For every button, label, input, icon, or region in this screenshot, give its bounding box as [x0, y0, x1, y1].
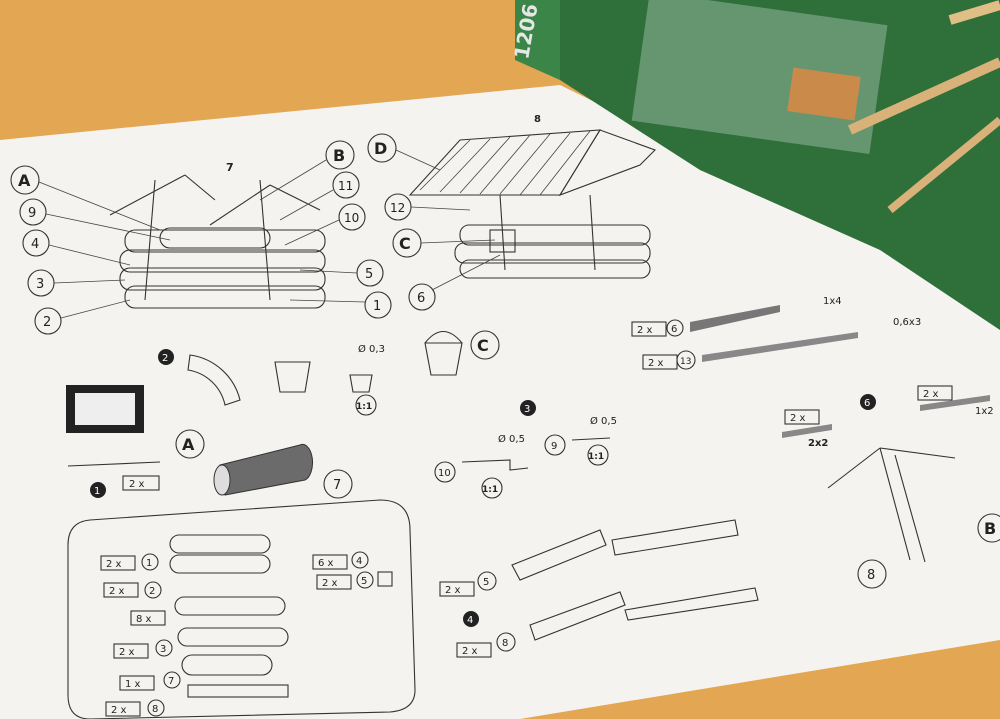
step-6-size2: 1x2 [975, 406, 994, 417]
wire-10-scale: 1:1 [482, 485, 498, 495]
callout-11: 11 [338, 179, 353, 193]
bottom-qty-8: 2 x [462, 646, 478, 657]
strip-6-qty: 2 x [637, 325, 653, 336]
wood-stick [948, 0, 1000, 25]
step-6-frame: 6 2 x 2x2 2 x 1x2 8 B [782, 385, 1000, 589]
parts-row-1: 2 x 1 [100, 553, 159, 571]
svg-text:5: 5 [361, 576, 367, 587]
step-1-part-A: A [182, 435, 195, 454]
step-1-qty: 2 x [129, 479, 145, 490]
step-6-badge: 6 [864, 398, 870, 409]
bottom-num-5: 5 [483, 577, 489, 588]
callout-A: A [18, 171, 31, 190]
step-2-diameter: Ø 0,3 [358, 343, 385, 355]
svg-text:2 x: 2 x [109, 586, 125, 597]
step-6-qty2: 2 x [923, 389, 939, 400]
step-6-part-8: 8 [867, 568, 875, 583]
wood-stick [887, 116, 1000, 214]
wood-stick [847, 57, 1000, 135]
step-6-qty1: 2 x [790, 413, 806, 424]
callout-B: B [333, 146, 345, 165]
callout-6: 6 [417, 291, 425, 306]
wire-9-num: 9 [551, 441, 557, 452]
step-1-badge: 1 [94, 486, 100, 497]
svg-text:8: 8 [152, 704, 158, 715]
step-3-badge: 3 [524, 404, 530, 415]
svg-text:6 x: 6 x [318, 558, 334, 569]
wire-9-diameter: Ø 0,5 [590, 415, 617, 427]
step-2-badge: 2 [162, 353, 168, 364]
wire-9-scale: 1:1 [588, 452, 604, 462]
svg-text:8 x: 8 x [136, 614, 152, 625]
well-roof-drawing [408, 129, 656, 279]
callout-9: 9 [28, 206, 36, 221]
bucket-icon [274, 361, 311, 393]
step-4-badge: 4 [467, 615, 473, 626]
callout-12: 12 [390, 201, 405, 215]
step-1-num: 7 [333, 478, 341, 493]
bottom-num-8: 8 [502, 638, 508, 649]
callout-B-edge: B [984, 519, 996, 538]
step-2-part-C: C [477, 336, 489, 355]
callout-C: C [399, 234, 411, 253]
callout-2: 2 [43, 315, 51, 330]
svg-text:7: 7 [168, 676, 174, 687]
callouts-main: A 9 4 3 2 B 11 10 5 1 [10, 140, 392, 335]
kit-box: 1206 [509, 0, 1000, 330]
bucket-icon-final [424, 342, 463, 376]
svg-text:1: 1 [146, 558, 152, 569]
step-2-scale: 1:1 [356, 402, 372, 412]
svg-text:1 x: 1 x [125, 679, 141, 690]
step-1-roller: 1 2 x A 7 [66, 385, 353, 499]
step-4-logs: 2 x 5 4 2 x 8 [439, 519, 759, 658]
parts-row-2: 2 x 2 [103, 581, 162, 599]
step-3-wire: 3 Ø 0,5 10 1:1 Ø 0,5 9 1:1 [434, 400, 617, 499]
parts-list-panel: 2 x 1 2 x 2 8 x 2 x 3 1 x 7 2 x 8 6 x 4 … [67, 499, 416, 719]
instruction-sheet [0, 85, 1000, 719]
strip-13-qty: 2 x [648, 358, 664, 369]
svg-text:2 x: 2 x [111, 705, 127, 716]
parts-extra-1: 6 x 4 [312, 551, 369, 570]
parts-extra-2: 2 x 5 [316, 571, 393, 590]
strip-13-num: 13 [680, 357, 691, 367]
svg-text:3: 3 [160, 644, 166, 655]
strip-6-size: 1x4 [823, 296, 842, 307]
step-2-bucket: 2 Ø 0,3 1:1 C [158, 330, 500, 416]
strip-parts: 2 x 6 1x4 2 x 13 0,6x3 [631, 296, 921, 370]
callout-D: D [374, 139, 387, 158]
strip-13-size: 0,6x3 [893, 317, 921, 328]
strip-6-num: 6 [671, 324, 677, 335]
wire-10-diameter: Ø 0,5 [498, 433, 525, 445]
callout-4: 4 [31, 237, 39, 252]
callout-1: 1 [373, 299, 381, 314]
svg-text:2 x: 2 x [106, 559, 122, 570]
svg-text:4: 4 [356, 556, 362, 567]
wire-10-num: 10 [438, 468, 451, 479]
step-6-size1: 2x2 [808, 438, 828, 449]
parts-row-6: 2 x 8 [105, 699, 165, 717]
callouts-roof: D 12 C 6 [367, 133, 501, 311]
step-7-badge: 7 [226, 161, 234, 174]
parts-row-3: 8 x [130, 610, 166, 626]
svg-text:2: 2 [149, 586, 155, 597]
brass-part [787, 67, 861, 121]
cut-icon [377, 571, 393, 587]
parts-row-5: 1 x 7 [119, 671, 181, 691]
parts-row-4: 2 x 3 [113, 639, 173, 659]
step-8-badge: 8 [534, 114, 541, 125]
svg-text:2 x: 2 x [119, 647, 135, 658]
bottom-qty-5: 2 x [445, 585, 461, 596]
callout-3: 3 [36, 277, 44, 292]
svg-text:2 x: 2 x [322, 578, 338, 589]
callout-10: 10 [344, 211, 359, 225]
callout-5: 5 [365, 267, 373, 282]
